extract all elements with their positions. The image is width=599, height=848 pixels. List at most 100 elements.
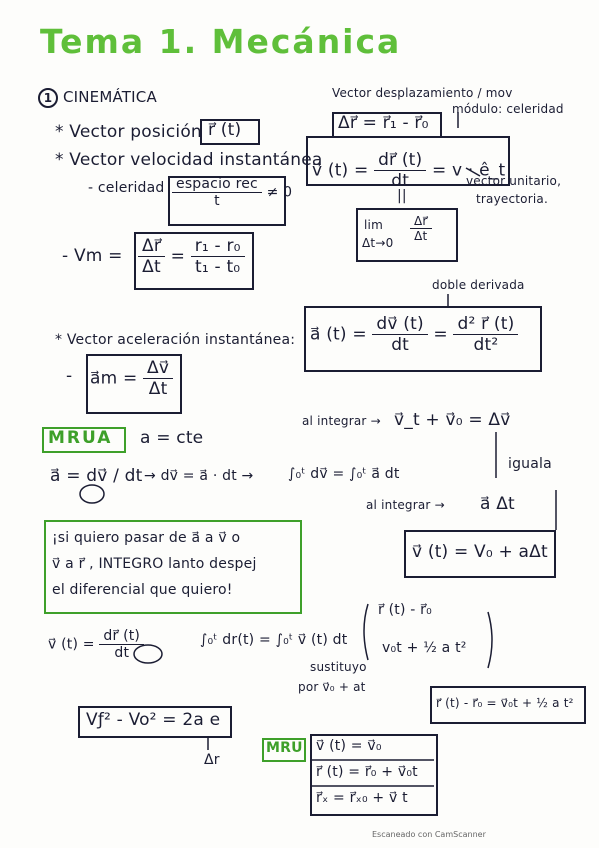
velocity-num: dr⃗ (t) <box>374 150 427 171</box>
delta-r: Δr <box>204 752 220 768</box>
velocity-formula: v⃗ (t) = dr⃗ (t) dt = v · ê_t <box>312 150 505 191</box>
celeridad-label: - celeridad <box>88 180 165 196</box>
vm-frac2: r₁ - r₀ t₁ - t₀ <box>190 236 245 277</box>
section-number: 1 <box>38 88 58 108</box>
tip-box <box>44 520 302 614</box>
subst-note-2: por v⃗₀ + at <box>298 680 366 694</box>
modulus-note: módulo: celeridad <box>452 102 564 116</box>
celeridad-den: t <box>214 193 220 209</box>
velocity-fraction: dr⃗ (t) dt <box>374 150 427 191</box>
mru-row-1: v⃗ (t) = v⃗₀ <box>316 738 382 754</box>
v-result: v⃗ (t) = V₀ + aΔt <box>412 542 548 562</box>
mrua-tag-box <box>42 427 126 453</box>
acceleration-box <box>304 306 542 372</box>
vm-den2: t₁ - t₀ <box>195 257 241 277</box>
unit-note-1: vector unitario, <box>466 174 562 188</box>
mrua-integrate-result-2: a⃗ Δt <box>480 494 515 514</box>
acceleration-label: * Vector aceleración instantánea: <box>55 332 296 348</box>
integral-expr: ∫₀ᵗ dr(t) = ∫₀ᵗ v⃗ (t) dt <box>200 632 348 648</box>
v-def: v⃗ (t) = dr⃗ (t) dt <box>48 628 145 661</box>
page-title: Tema 1. Mecánica <box>40 22 402 61</box>
velocity-lhs: v⃗ (t) = <box>312 160 369 181</box>
vm-formula: Δr⃗ Δt = r₁ - r₀ t₁ - t₀ <box>138 236 245 277</box>
celeridad-box <box>168 176 286 226</box>
left-brace <box>363 603 369 661</box>
am-frac: Δv⃗ Δt <box>143 358 174 399</box>
acceleration-lhs: a⃗ (t) = <box>310 324 367 345</box>
acc-frac1: dv⃗ (t) dt <box>372 314 428 355</box>
v-squared: Vƒ² - Vo² = 2a e <box>86 710 221 730</box>
acc-eq: = <box>433 324 448 345</box>
velocity-den: dt <box>391 171 410 191</box>
displacement-label: Vector desplazamiento / mov <box>332 86 513 100</box>
mrua-eq1: a⃗ = dv⃗ / dt <box>50 466 143 486</box>
limit-num: Δr⃗ <box>410 214 432 229</box>
displacement-formula: Δr⃗ = r⃗₁ - r⃗₀ <box>338 113 429 133</box>
v-def-den: dt <box>114 645 130 661</box>
am-den: Δt <box>148 379 168 399</box>
celeridad-num: espacio rec <box>172 176 262 193</box>
section-title: CINEMÁTICA <box>62 88 157 106</box>
acc-num2: d² r⃗ (t) <box>453 314 519 335</box>
mru-row-3: r⃗ₓ = r⃗ₓ₀ + v⃗ t <box>316 790 408 806</box>
vm-num1: Δr⃗ <box>138 236 166 257</box>
second-derivative-note: doble derivada <box>432 278 525 292</box>
position-formula: r⃗ (t) <box>208 120 242 140</box>
celeridad-cond: ≠ 0 <box>266 184 293 201</box>
tip-line-1: ¡si quiero pasar de a⃗ a v⃗ o <box>52 530 241 546</box>
am-num: Δv⃗ <box>143 358 174 379</box>
brace-bottom: v₀t + ½ a t² <box>382 640 467 656</box>
position-box <box>200 119 260 145</box>
r-result: r⃗ (t) - r⃗₀ = v⃗₀t + ½ a t² <box>436 696 574 710</box>
limit-fraction: Δr⃗ Δt <box>410 214 432 243</box>
mrua-tag: MRUA <box>48 428 113 448</box>
limit-bottom: Δt→0 <box>362 236 394 250</box>
acc-frac2: d² r⃗ (t) dt² <box>453 314 519 355</box>
v-def-num: dr⃗ (t) <box>99 628 145 645</box>
vm-box <box>134 232 254 290</box>
brace-top: r⃗ (t) - r⃗₀ <box>378 602 432 618</box>
am-dash: - <box>66 366 73 386</box>
mrua-equals-note: iguala <box>508 456 552 472</box>
velocity-label: * Vector velocidad instantánea <box>55 150 323 170</box>
subst-note-1: sustituyo <box>310 660 367 674</box>
v-result-box <box>404 530 556 578</box>
r-result-box <box>430 686 586 724</box>
limit-box <box>356 208 458 262</box>
footer-note: Escaneado con CamScanner <box>372 830 486 839</box>
vm-lhs: - Vm = <box>62 246 123 266</box>
velocity-rhs: = v · ê_t <box>432 160 506 181</box>
mru-box <box>310 734 438 816</box>
am-box <box>86 354 182 414</box>
tip-line-3: el diferencial que quiero! <box>52 582 233 598</box>
mru-row-2: r⃗ (t) = r⃗₀ + v⃗₀t <box>316 764 418 780</box>
acc-den2: dt² <box>473 335 499 355</box>
vm-den1: Δt <box>142 257 161 277</box>
mrua-const: a = cte <box>140 428 204 448</box>
v-def-lhs: v⃗ (t) = <box>48 636 95 653</box>
mru-tag: MRU <box>266 740 303 756</box>
acc-num1: dv⃗ (t) <box>372 314 428 335</box>
velocity-equals: || <box>397 188 407 204</box>
acc-den1: dt <box>391 335 410 355</box>
mrua-integrate-result: v⃗_t + v⃗₀ = Δv⃗ <box>394 410 511 430</box>
vm-num2: r₁ - r₀ <box>190 236 245 257</box>
limit-top: lim <box>364 218 383 232</box>
am-lhs: a⃗m = <box>90 368 138 389</box>
mrua-eq3: ∫₀ᵗ dv⃗ = ∫₀ᵗ a⃗ dt <box>288 466 400 482</box>
v-squared-box <box>78 706 232 738</box>
section-heading: 1 CINEMÁTICA <box>38 88 157 108</box>
velocity-box <box>306 136 510 186</box>
tip-line-2: v⃗ a r⃗ , INTEGRO lanto despej <box>52 556 257 572</box>
acceleration-formula: a⃗ (t) = dv⃗ (t) dt = d² r⃗ (t) dt² <box>310 314 519 355</box>
vm-eq: = <box>170 246 186 267</box>
unit-note-2: trayectoria. <box>476 192 548 206</box>
limit-den: Δt <box>414 229 428 243</box>
mru-tag-box <box>262 738 306 762</box>
celeridad-fraction: espacio rec t ≠ 0 <box>172 176 292 209</box>
mrua-eq2: → dv⃗ = a⃗ · dt → <box>144 468 254 484</box>
vm-frac1: Δr⃗ Δt <box>138 236 166 277</box>
mrua-integrate-label: al integrar → <box>302 414 381 428</box>
position-label: * Vector posición <box>55 122 202 142</box>
